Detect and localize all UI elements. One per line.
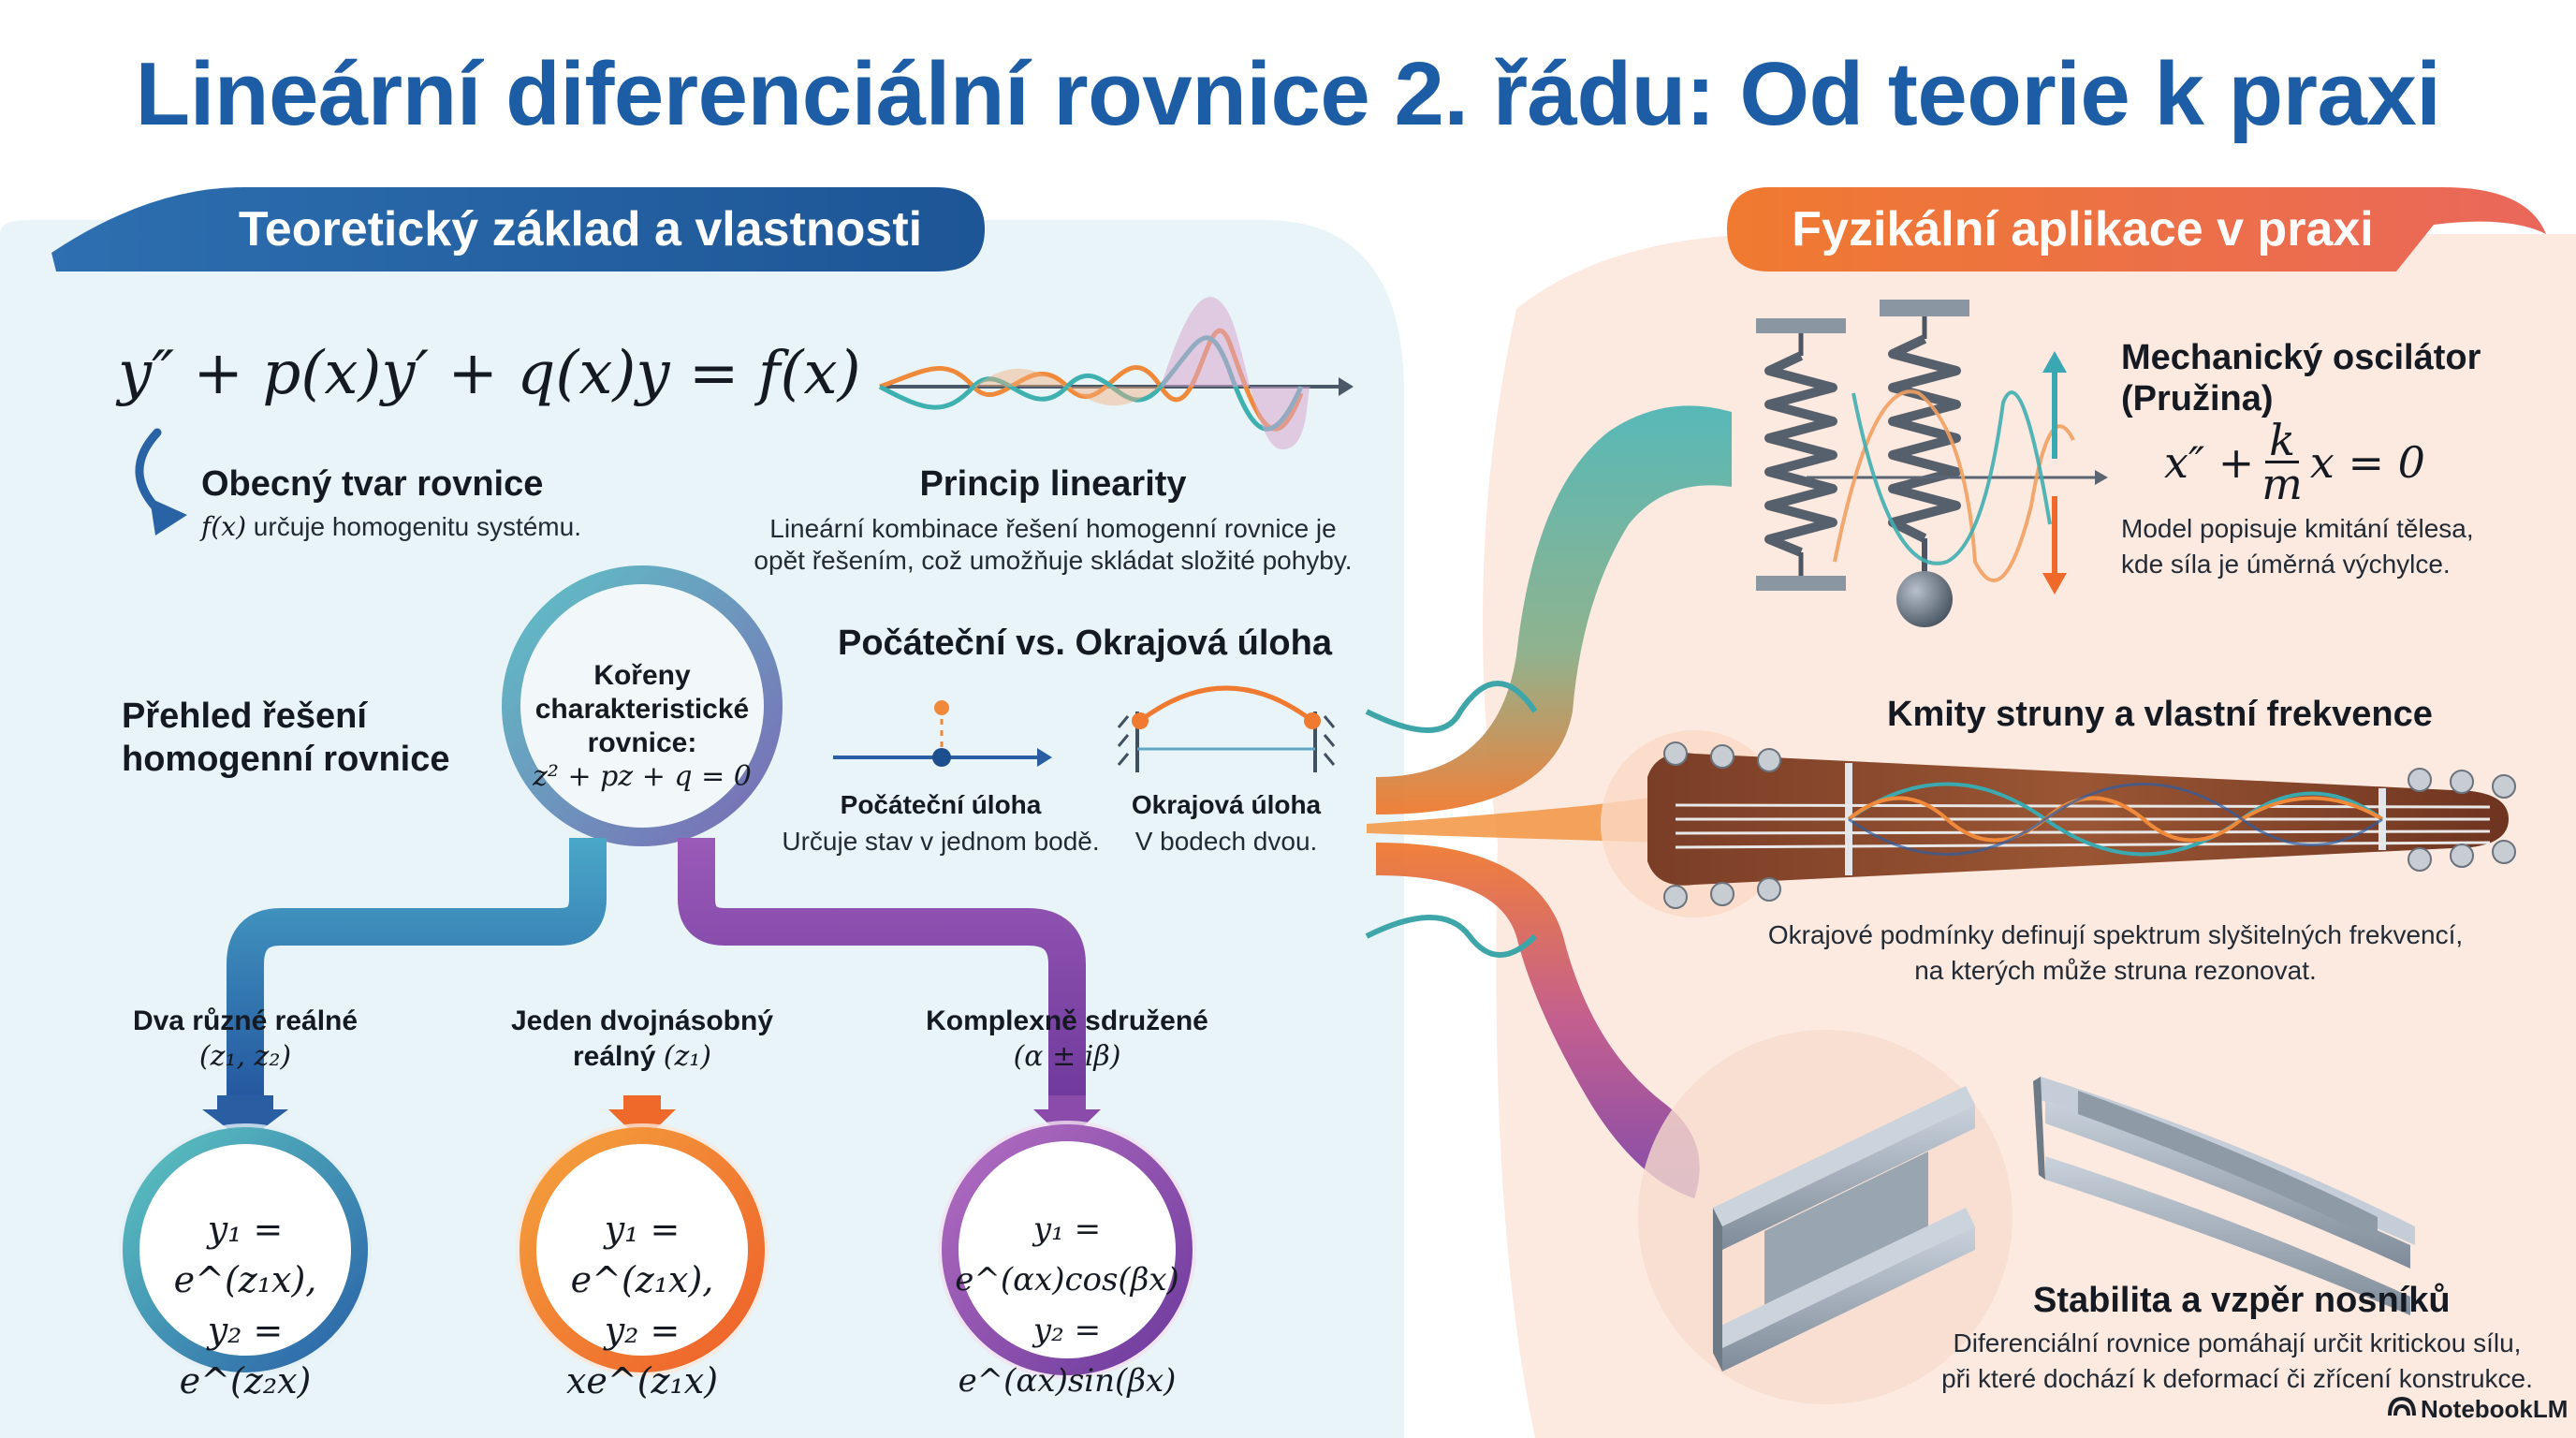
solution-real-distinct: y₁ = e^(z₁x), y₂ = e^(z₂x) [142,1204,348,1406]
oscillator-eq-left: x″ + [2164,436,2255,488]
oscillator-heading2: (Pružina) [2121,379,2274,418]
case-complex: Komplexně sdružené (α ± iβ) [899,1004,1236,1075]
case-real-double-sub: (z₁) [663,1040,711,1073]
oscillator-desc1: Model popisuje kmitání tělesa, [2121,514,2474,543]
case-complex-sub: (α ± iβ) [1013,1040,1121,1073]
solution-complex-y2: y₂ = e^(αx)sin(βx) [958,1312,1177,1400]
boundary-task-desc: V bodech dvou. [1134,827,1318,856]
general-form-note-math: f(x) [201,511,247,542]
initial-task-icon [833,700,1052,767]
branch-purple [678,838,1086,1100]
string-desc: Okrajové podmínky definují spektrum slyš… [1741,917,2490,989]
overview-line2: homogenní rovnice [122,740,450,779]
beam-desc2: při které dochází k deformací či zřícení… [1941,1364,2533,1393]
beam-heading: Stabilita a vzpěr nosníků [2033,1281,2451,1320]
solution-real-distinct-y1: y₁ = e^(z₁x), [173,1209,317,1300]
solution-real-double: y₁ = e^(z₁x), y₂ = xe^(z₁x) [530,1204,754,1406]
general-equation: y″ + p(x)y′ + q(x)y = f(x) [118,339,861,408]
general-form-heading: Obecný tvar rovnice [201,464,544,504]
roots-ring [502,565,783,846]
case-complex-title: Komplexně sdružené [926,1005,1208,1036]
string-desc1: Okrajové podmínky definují spektrum slyš… [1767,920,2464,949]
initial-task-desc: Určuje stav v jednom bodě. [782,827,1100,856]
solution-real-double-y1: y₁ = e^(z₁x), [570,1209,714,1300]
flow-thin-top [1365,681,1538,733]
oscillator-heading1: Mechanický oscilátor [2121,338,2481,377]
roots-line3: rovnice: [587,727,697,758]
solution-complex-y1: y₁ = e^(αx)cos(βx) [955,1211,1179,1299]
string-heading: Kmity struny a vlastní frekvence [1887,695,2433,734]
beam-icon [1638,1030,2415,1404]
linearity-wave-icon [878,297,1354,449]
flow-ribbon-middle [1367,796,1666,843]
page-title: Lineární diferenciální rovnice 2. řádu: … [135,44,2441,144]
case-real-distinct-sub: (z₁, z₂) [198,1040,292,1073]
case-real-double-title: Jeden dvojnásobný [510,1005,774,1036]
oscillator-fraction: k m [2261,418,2303,509]
boundary-task-icon [1117,685,1336,772]
string-desc2: na kterých může struna rezonovat. [1914,956,2317,985]
flow-ribbon-bottom [1376,843,1700,1198]
solution-real-distinct-y2: y₂ = e^(z₂x) [179,1310,312,1401]
right-banner-shape [1727,187,2546,271]
boundary-task-title: Okrajová úloha [1131,790,1322,819]
linearity-line1: Lineární kombinace řešení homogenní rovn… [769,514,1337,543]
oscillator-desc: Model popisuje kmitání tělesa, kde síla … [2121,511,2474,582]
beam-desc: Diferenciální rovnice pomáhají určit kri… [1928,1326,2546,1397]
spring-oscillator-icon [1756,300,2108,627]
linearity-heading: Princip linearity [919,464,1187,504]
arrow-down-blue [202,1095,288,1142]
oscillator-desc2: kde síla je úměrná výchylce. [2121,550,2451,579]
branch-blue [227,838,607,1100]
beam-desc1: Diferenciální rovnice pomáhají určit kri… [1953,1328,2522,1357]
arrow-down-orange [608,1095,676,1142]
arrow-down-purple [1033,1095,1101,1142]
case-real-double-title2: reálný [573,1041,656,1072]
roots-equation: z² + pz + q = 0 [533,760,752,793]
left-banner-title: Teoretický základ a vlastnosti [238,202,923,257]
brand-label: NotebookLM [2421,1395,2569,1423]
oscillator-equation: x″ + k m x = 0 [2164,418,2425,509]
linearity-line2: opět řešením, což umožňuje skládat složi… [754,546,1353,575]
oscillator-heading: Mechanický oscilátor (Pružina) [2121,337,2481,419]
roots-line2: charakteristické [534,694,750,725]
case-real-distinct-title: Dva různé reálné [132,1005,359,1036]
general-form-note: f(x) určuje homogenitu systému. [201,509,581,545]
oscillator-frac-num: k [2265,418,2300,463]
flow-thin-bottom [1365,915,1538,958]
guitar-string-icon [1601,730,2516,917]
left-banner-shape [51,187,985,271]
general-form-note-text: určuje homogenitu systému. [246,512,581,541]
overview-heading: Přehled řešení homogenní rovnice [122,695,449,781]
solution-real-double-y2: y₂ = xe^(z₁x) [565,1310,719,1401]
oscillator-frac-den: m [2261,459,2303,509]
tasks-heading: Počáteční vs. Okrajová úloha [838,624,1332,663]
roots-line1: Kořeny [593,660,691,691]
oscillator-eq-right: x = 0 [2309,436,2425,488]
right-banner-title: Fyzikální aplikace v praxi [1792,202,2374,257]
case-real-distinct: Dva různé reálné (z₁, z₂) [105,1004,386,1075]
case-real-double: Jeden dvojnásobný reálný (z₁) [487,1004,798,1075]
flow-ribbon-top [1376,405,1732,814]
roots-text: Kořeny charakteristické rovnice: z² + pz… [524,659,760,794]
notebooklm-logo-icon [2388,1396,2416,1416]
overview-line1: Přehled řešení [122,697,367,736]
initial-task-title: Počáteční úloha [840,790,1042,819]
solution-complex: y₁ = e^(αx)cos(βx) y₂ = e^(αx)sin(βx) [949,1204,1185,1406]
